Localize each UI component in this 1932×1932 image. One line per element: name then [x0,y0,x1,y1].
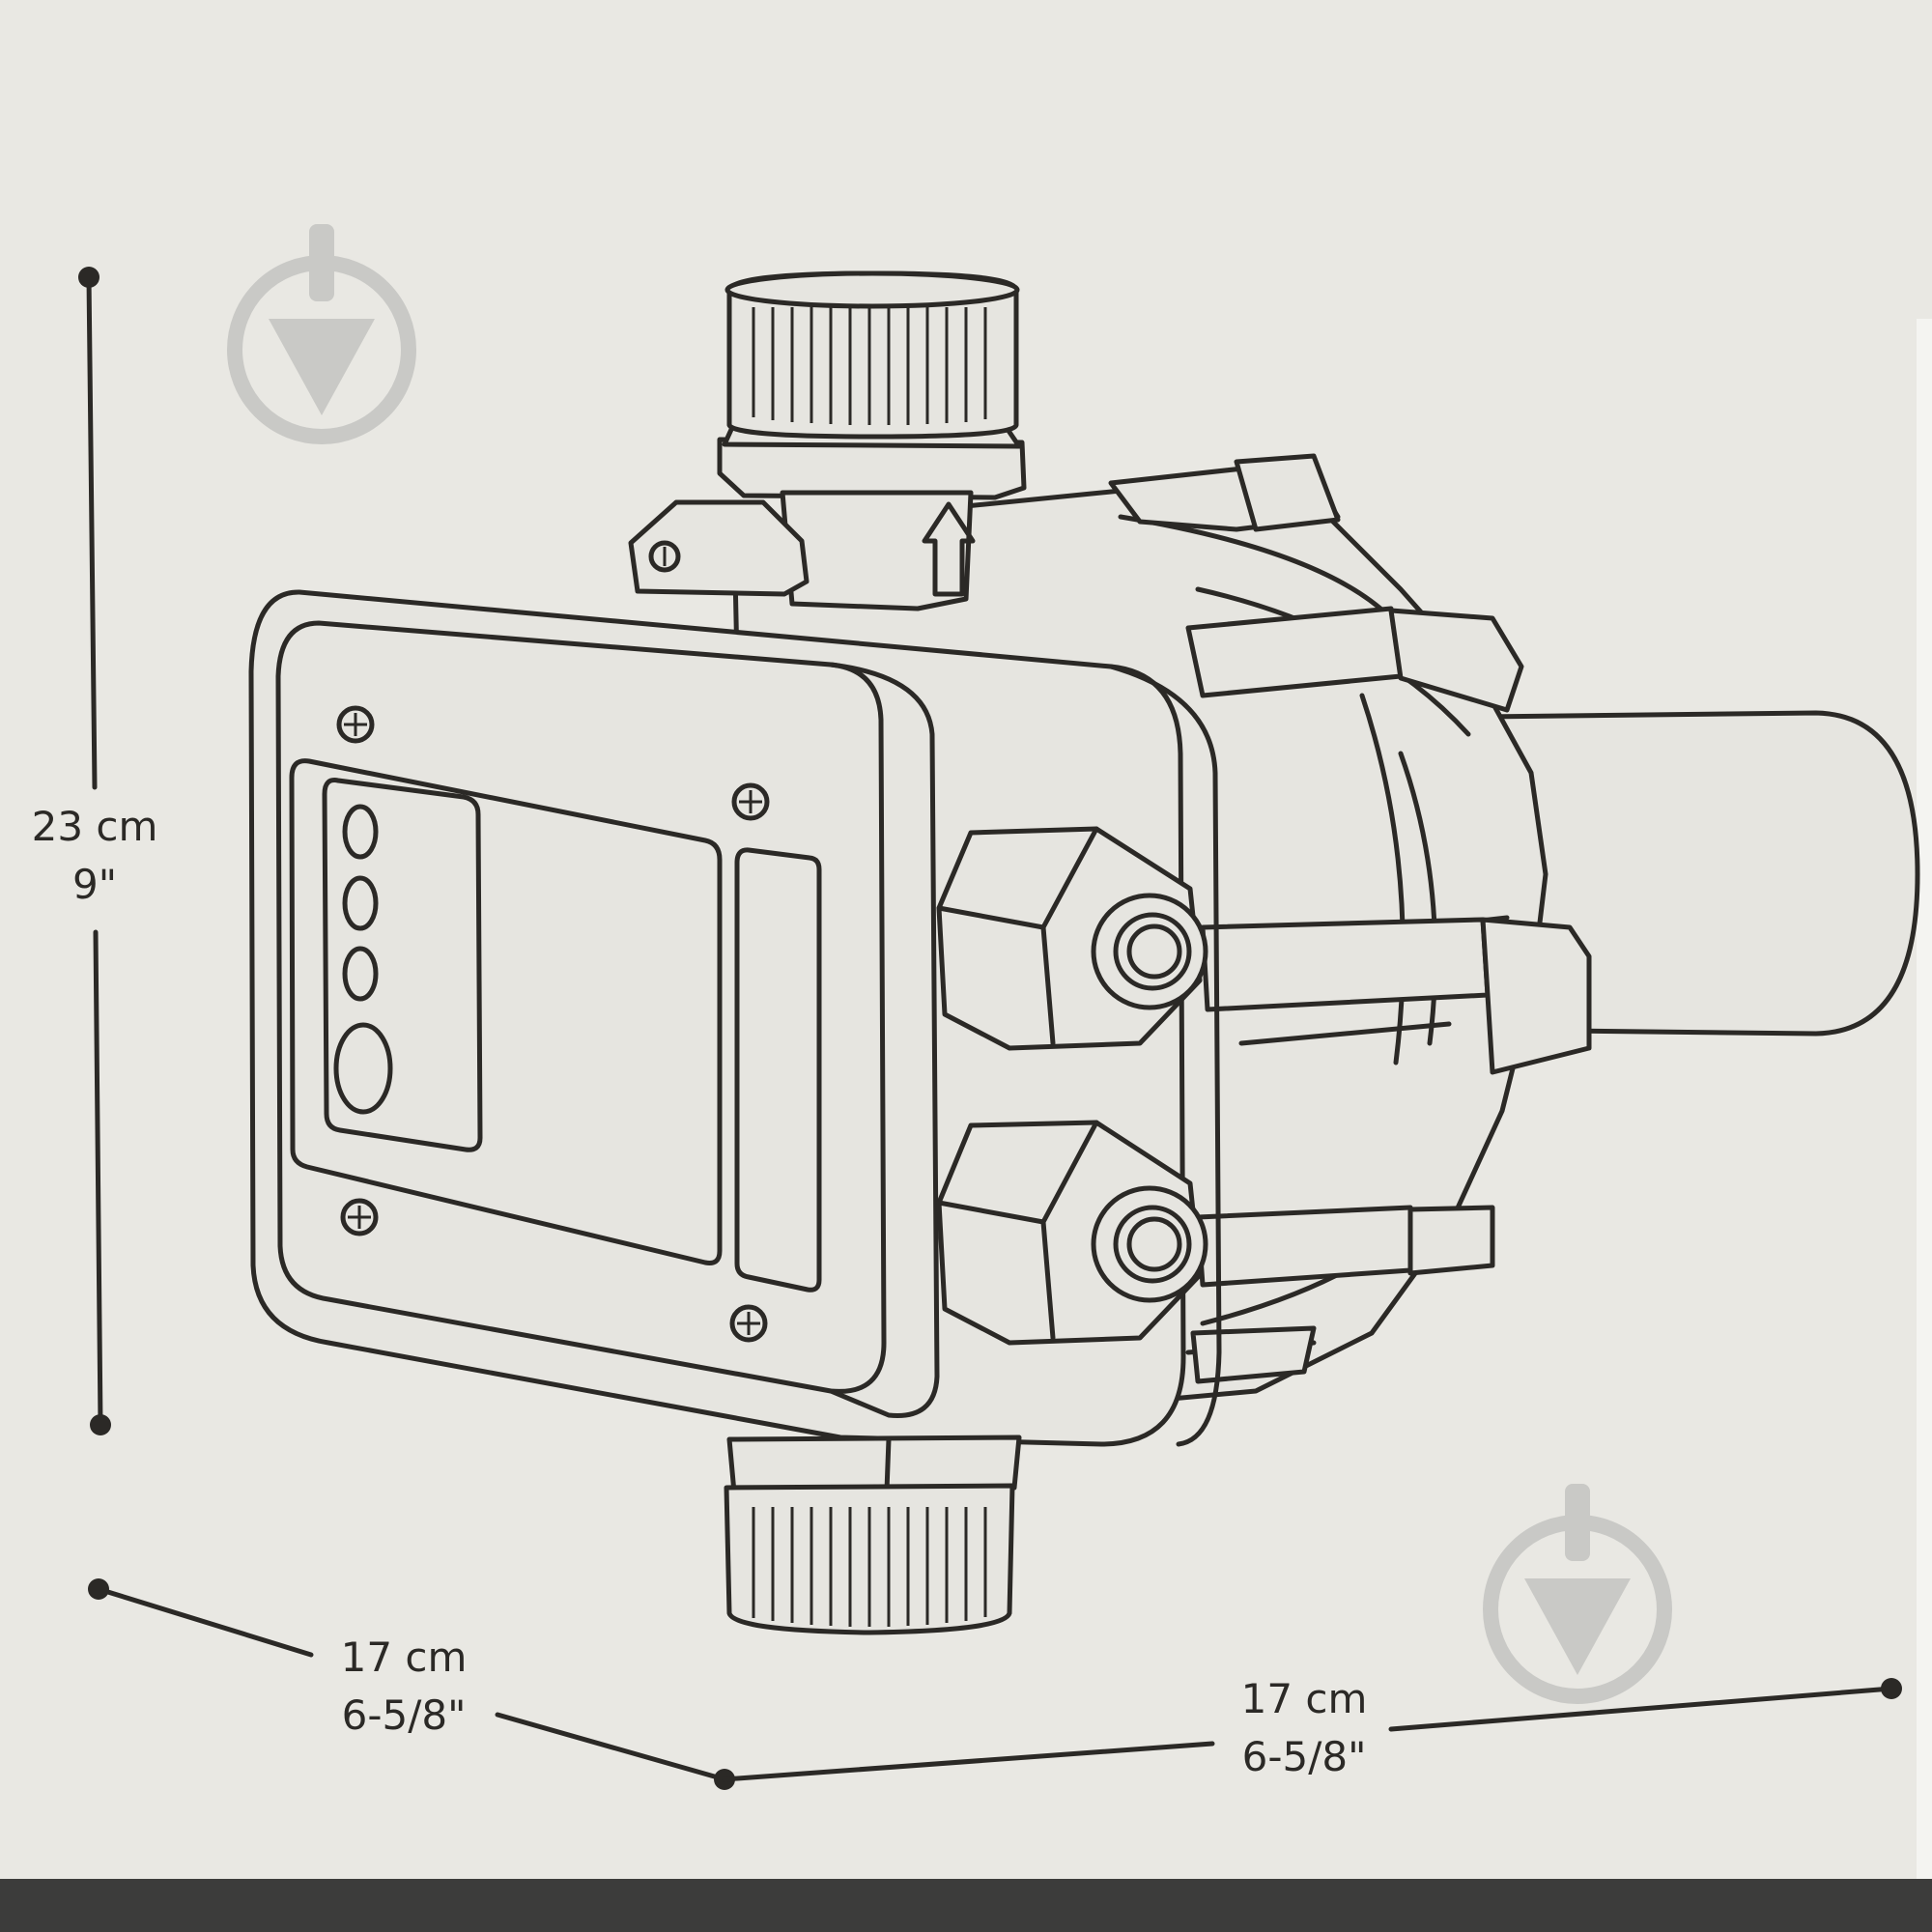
width-dimension-line [722,1678,1902,1782]
bottom-bar [0,1879,1932,1932]
screw-icon [729,1304,768,1343]
display-panel [289,758,723,1265]
depth-imperial-label: 6-5/8" [342,1691,467,1739]
screw-icon [336,705,375,744]
download-watermark-icon [1483,1484,1672,1704]
indicator-light [342,946,379,1002]
indicator-panel [322,778,483,1152]
rib-block [1195,1205,1413,1288]
height-imperial-label: 9" [72,861,117,908]
screw-icon [731,782,770,821]
cable-gland-lower [936,1120,1208,1346]
indicator-light [342,875,379,931]
right-edge [1917,319,1932,1879]
height-dimension-line [78,267,111,1435]
mounting-lug [628,499,810,597]
reset-button [333,1022,393,1115]
height-metric-label: 23 cm [32,803,158,850]
rib-block [1200,917,1491,1012]
screw-icon [340,1198,379,1236]
control-box-rim [828,662,940,1418]
bottom-knurling [752,1507,987,1627]
download-watermark-icon [227,224,416,444]
cable-gland-upper [936,826,1208,1051]
pressure-controller-drawing [248,270,1920,1635]
width-imperial-label: 6-5/8" [1242,1733,1367,1780]
indicator-light [342,804,379,860]
top-knurling [752,307,987,425]
flow-arrow-icon [922,501,976,597]
depth-metric-label: 17 cm [341,1634,468,1681]
width-metric-label: 17 cm [1241,1675,1368,1722]
top-nut [717,437,1027,500]
side-cylinder [1480,710,1920,1037]
label-window [734,847,822,1293]
